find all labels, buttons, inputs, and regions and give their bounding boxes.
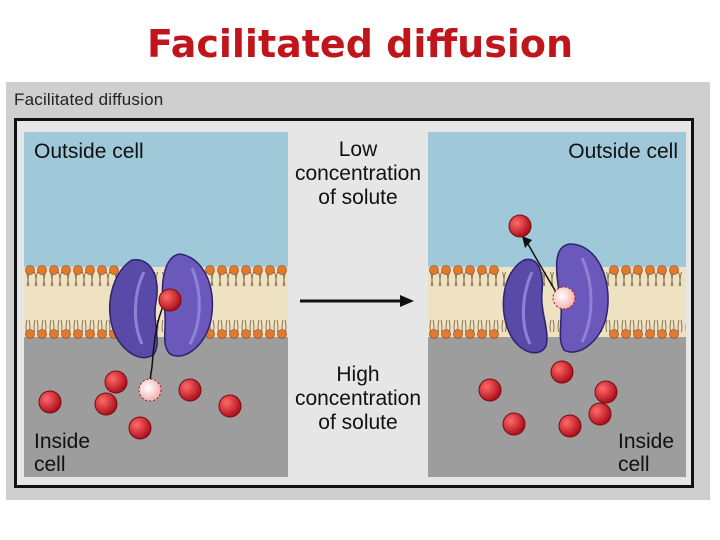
inside-region xyxy=(24,337,288,477)
inside-cell-label-line1: Inside xyxy=(34,430,91,453)
inside-region xyxy=(428,337,686,477)
outside-region xyxy=(24,132,288,267)
inside-cell-label-line2: cell xyxy=(34,453,66,476)
outside-cell-label: Outside cell xyxy=(568,140,678,163)
solute-released xyxy=(508,214,532,238)
solute-previous-position xyxy=(138,378,162,402)
low-concentration-label: Low concentration of solute xyxy=(294,138,422,209)
outside-cell-label: Outside cell xyxy=(34,140,144,163)
solute-bound xyxy=(158,288,182,312)
carrier-protein xyxy=(108,253,214,359)
solute-molecules xyxy=(478,214,618,438)
carrier-protein xyxy=(502,243,609,354)
solute-path-arrowhead xyxy=(522,236,532,248)
right-panel: Outside cell Inside cell xyxy=(428,132,686,477)
inside-cell-label-line2: cell xyxy=(618,453,650,476)
slide-title: Facilitated diffusion xyxy=(146,22,573,66)
high-concentration-label: High concentration of solute xyxy=(294,363,422,434)
left-panel-illustration xyxy=(24,132,288,477)
inside-cell-label-line1: Inside xyxy=(618,430,675,453)
left-panel: Outside cell Inside cell xyxy=(24,132,288,477)
outside-region xyxy=(428,132,686,267)
figure-caption: Facilitated diffusion xyxy=(14,90,164,109)
right-panel-illustration xyxy=(428,132,686,477)
solute-molecules xyxy=(38,288,242,440)
solute-previous-position xyxy=(552,286,576,310)
